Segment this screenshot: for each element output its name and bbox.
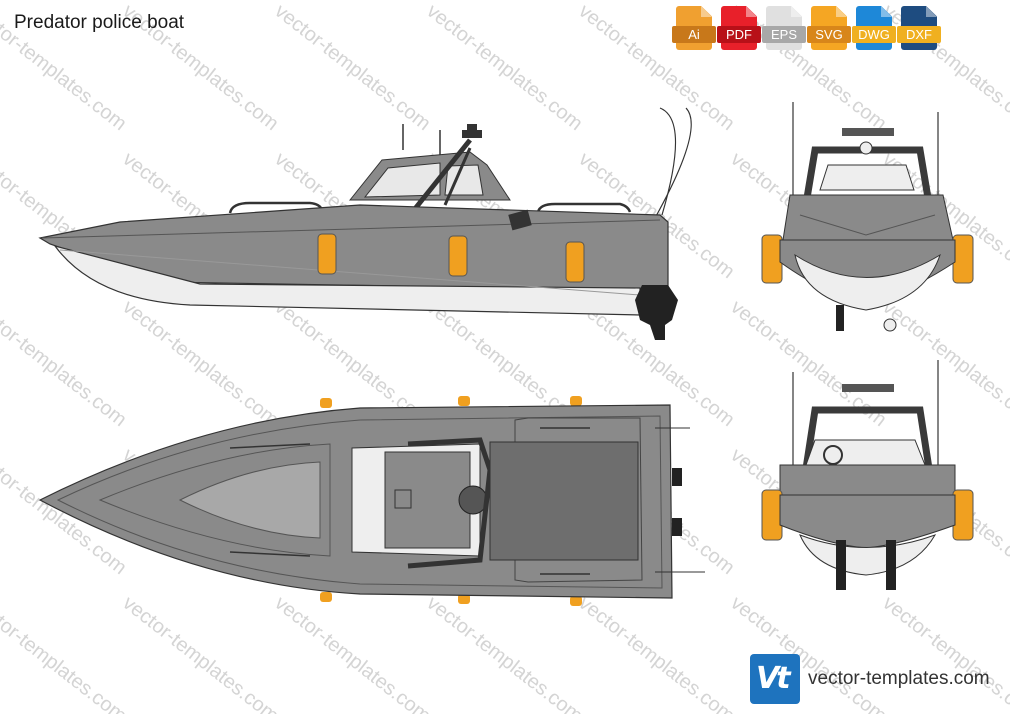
brand-logo-link[interactable]: Vt vector-templates.com xyxy=(750,654,990,704)
format-badge-eps[interactable]: EPS xyxy=(762,6,806,50)
format-label: PDF xyxy=(717,26,761,43)
file-fold-icon xyxy=(926,6,937,17)
format-badge-dwg[interactable]: DWG xyxy=(852,6,896,50)
side-view xyxy=(38,107,692,340)
file-fold-icon xyxy=(836,6,847,17)
file-fold-icon xyxy=(881,6,892,17)
rear-view xyxy=(761,360,974,590)
format-label: EPS xyxy=(762,26,806,43)
top-view xyxy=(38,396,705,606)
front-view xyxy=(761,102,974,332)
format-label: SVG xyxy=(807,26,851,43)
format-badge-dxf[interactable]: DXF xyxy=(897,6,941,50)
format-label: DXF xyxy=(897,26,941,43)
format-badge-pdf[interactable]: PDF xyxy=(717,6,761,50)
file-fold-icon xyxy=(701,6,712,17)
file-fold-icon xyxy=(791,6,802,17)
format-label: Ai xyxy=(672,26,716,43)
brand-text: vector-templates.com xyxy=(808,668,990,689)
vt-logo: Vt xyxy=(750,654,800,704)
file-fold-icon xyxy=(746,6,757,17)
format-badge-ai[interactable]: Ai xyxy=(672,6,716,50)
format-label: DWG xyxy=(852,26,896,43)
page-title: Predator police boat xyxy=(14,12,185,33)
format-badge-svg[interactable]: SVG xyxy=(807,6,851,50)
